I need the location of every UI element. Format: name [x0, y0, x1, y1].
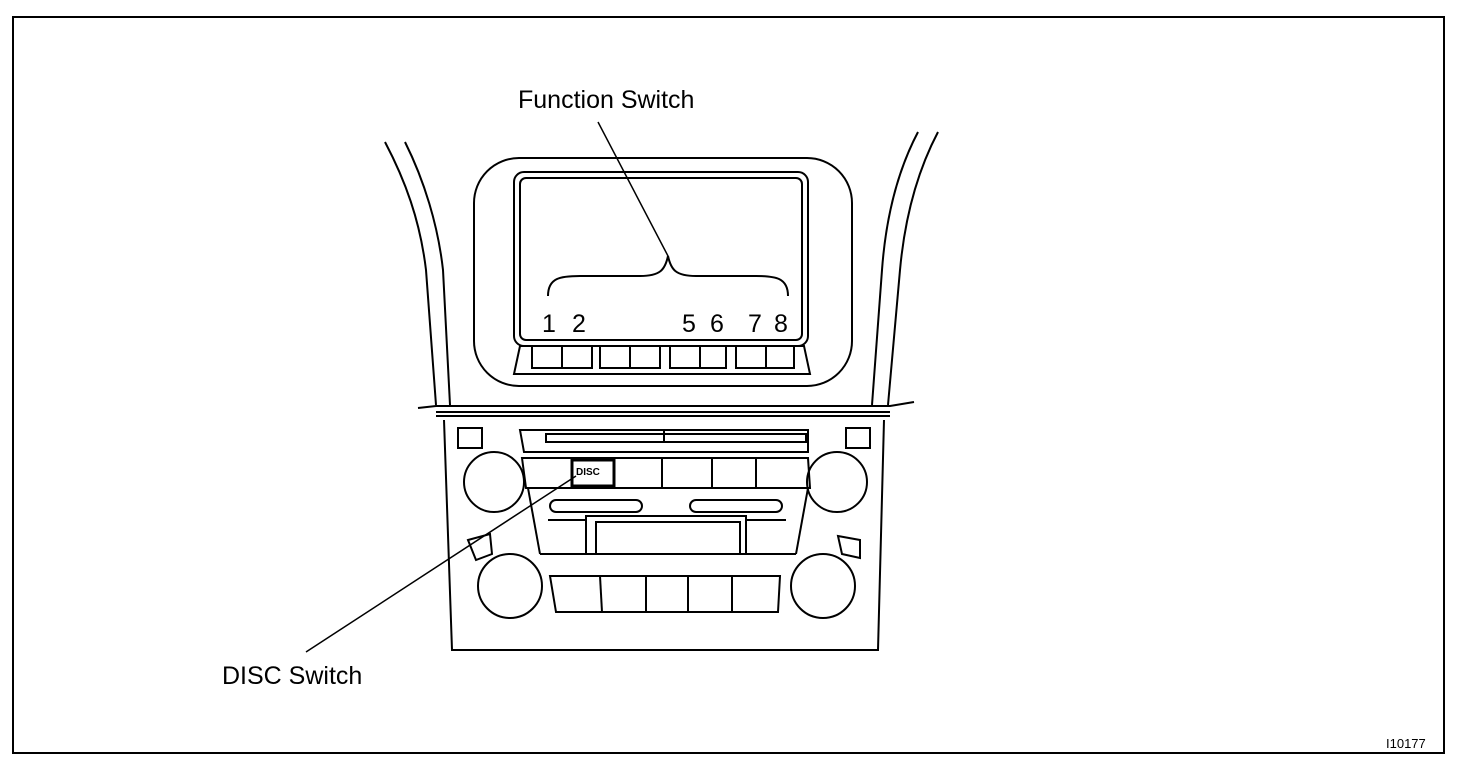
button-number-8: 8: [774, 310, 788, 338]
function-switch-2[interactable]: [561, 345, 593, 369]
figure-border: [12, 16, 1445, 754]
dash-trim: [384, 131, 939, 406]
function-switch-5[interactable]: [669, 345, 701, 369]
function-switch-label: Function Switch: [518, 86, 695, 114]
function-switch-8[interactable]: [765, 345, 795, 369]
disc-leader-line: [305, 475, 577, 653]
function-switch-7[interactable]: [735, 345, 767, 369]
bottom-left-knob[interactable]: [477, 553, 543, 619]
top-left-knob[interactable]: [463, 451, 525, 513]
function-leader-line: [597, 121, 669, 257]
function-switch-3[interactable]: [599, 345, 631, 369]
button-number-2: 2: [572, 310, 586, 338]
top-right-knob[interactable]: [806, 451, 868, 513]
disc-button-label: DISC: [576, 467, 600, 478]
figure-id: I10177: [1386, 736, 1426, 751]
function-switch-4[interactable]: [629, 345, 661, 369]
function-brace: [547, 255, 789, 297]
button-number-1: 1: [542, 310, 556, 338]
button-number-5: 5: [682, 310, 696, 338]
function-switch-row: [531, 345, 795, 369]
bottom-right-knob[interactable]: [790, 553, 856, 619]
display-unit: [473, 157, 853, 387]
dash-seam: [417, 401, 915, 417]
function-switch-1[interactable]: [531, 345, 563, 369]
function-switch-6[interactable]: [699, 345, 727, 369]
button-number-6: 6: [710, 310, 724, 338]
button-number-7: 7: [748, 310, 762, 338]
disc-switch-label: DISC Switch: [222, 662, 363, 690]
audio-panel: [443, 419, 885, 651]
disc-button[interactable]: [570, 458, 616, 488]
